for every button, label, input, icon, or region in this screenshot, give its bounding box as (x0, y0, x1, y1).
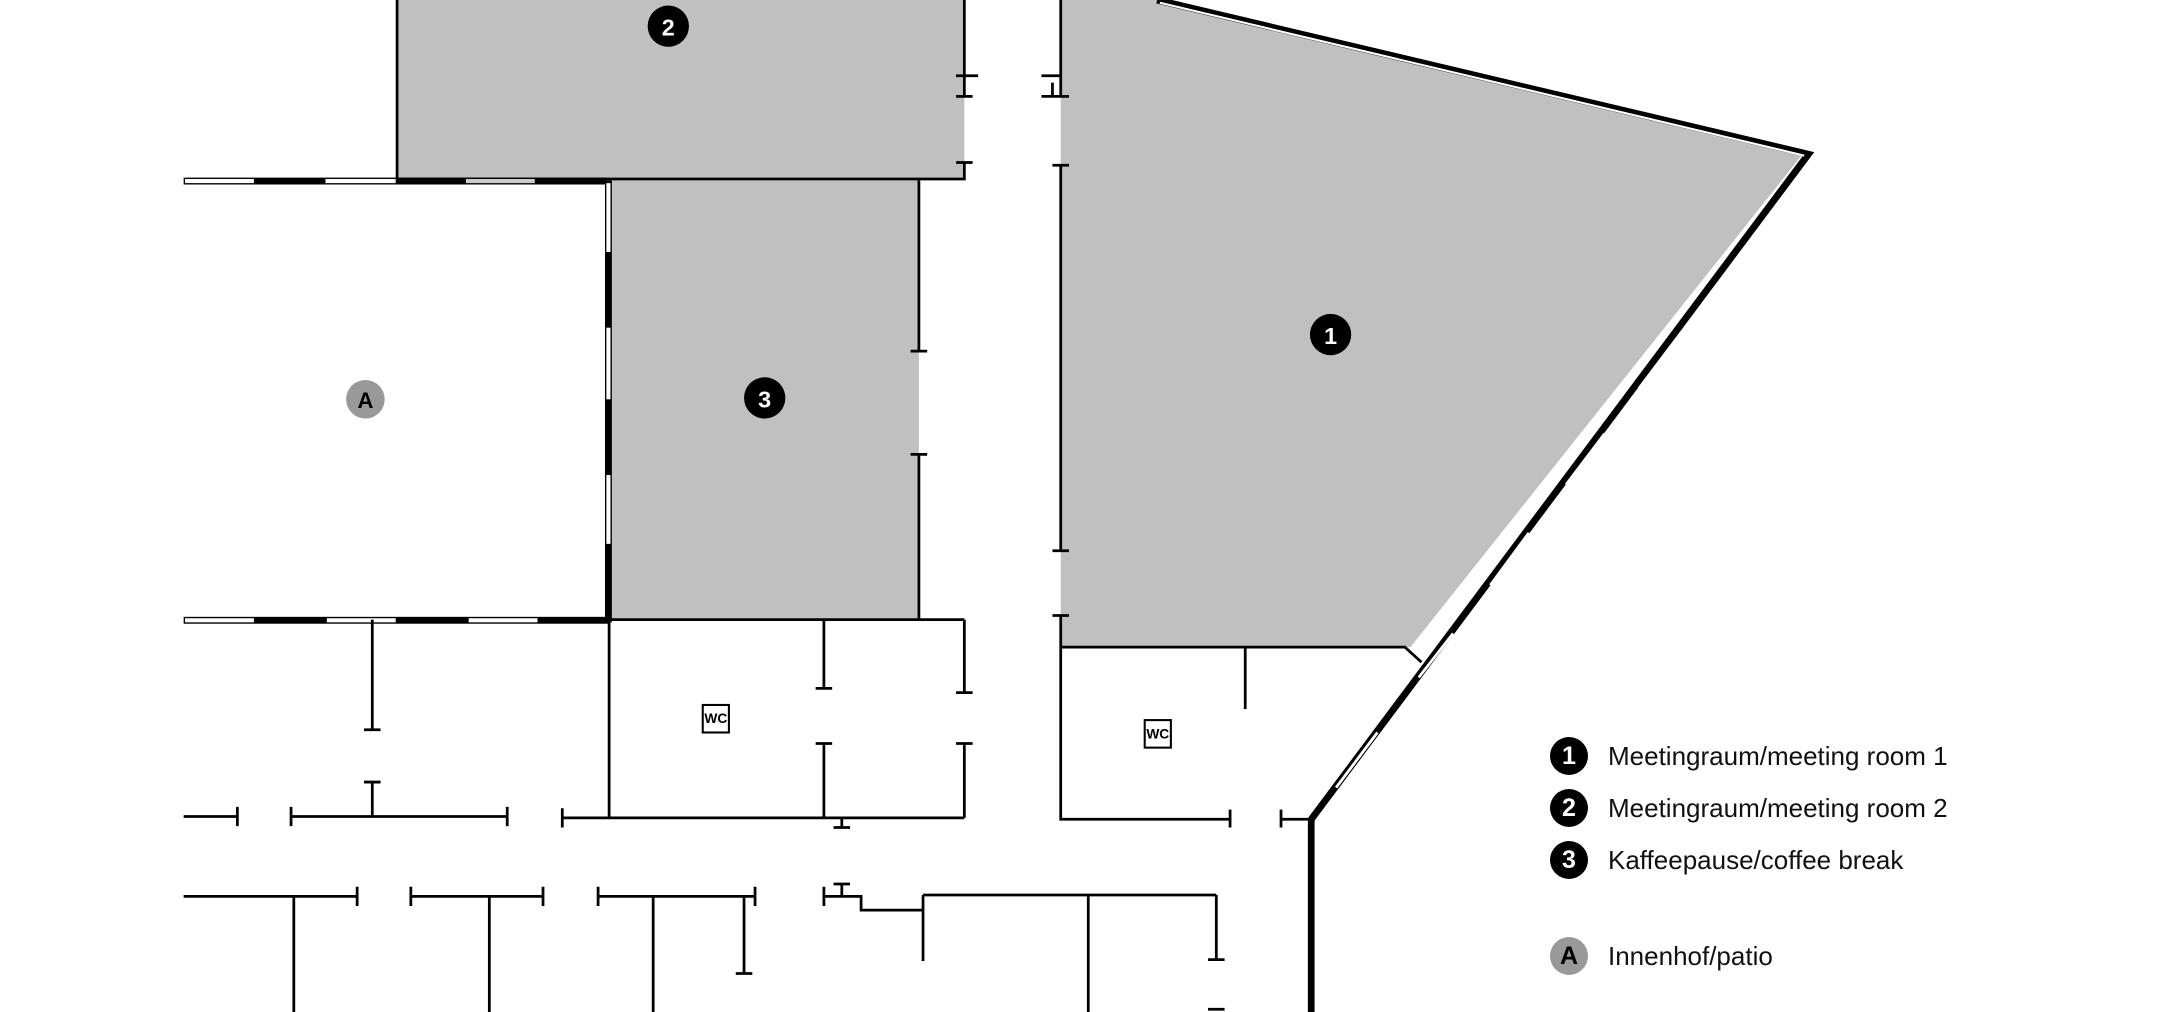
legend-label: Innenhof/patio (1608, 940, 1773, 971)
room-1-badge-icon: 1 (1550, 737, 1588, 775)
room-3-marker[interactable]: 3 (744, 377, 786, 419)
room-1-marker[interactable]: 1 (1309, 313, 1352, 356)
legend-item-room-2: 2 Meetingraum/meeting room 2 (1550, 782, 1948, 834)
legend-item-room-1: 1 Meetingraum/meeting room 1 (1550, 730, 1948, 782)
walls (183, 0, 1815, 1012)
svg-text:WC: WC (704, 711, 727, 726)
wc-sign-1: WC (701, 703, 730, 734)
svg-text:1: 1 (1324, 323, 1337, 349)
legend-label: Meetingraum/meeting room 2 (1608, 792, 1948, 823)
window-strip-top (183, 177, 607, 185)
room-1-area[interactable] (1060, 0, 1802, 648)
window-strip-bottom (183, 616, 610, 624)
legend-item-patio: A Innenhof/patio (1550, 930, 1948, 982)
legend-item-coffee-break: 3 Kaffeepause/coffee break (1550, 834, 1948, 886)
svg-text:A: A (357, 388, 373, 413)
room-3-badge-icon: 3 (1550, 841, 1588, 879)
patio-badge-icon: A (1550, 937, 1588, 975)
svg-text:WC: WC (1146, 726, 1169, 741)
legend-label: Meetingraum/meeting room 1 (1608, 740, 1948, 771)
wc-sign-2: WC (1143, 719, 1172, 749)
legend: 1 Meetingraum/meeting room 1 2 Meetingra… (1550, 730, 1948, 982)
room-2-badge-icon: 2 (1550, 789, 1588, 827)
legend-label: Kaffeepause/coffee break (1608, 844, 1904, 875)
svg-text:3: 3 (758, 386, 771, 412)
svg-text:2: 2 (662, 15, 675, 41)
patio-marker[interactable]: A (346, 380, 385, 419)
room-2-marker[interactable]: 2 (647, 5, 689, 47)
